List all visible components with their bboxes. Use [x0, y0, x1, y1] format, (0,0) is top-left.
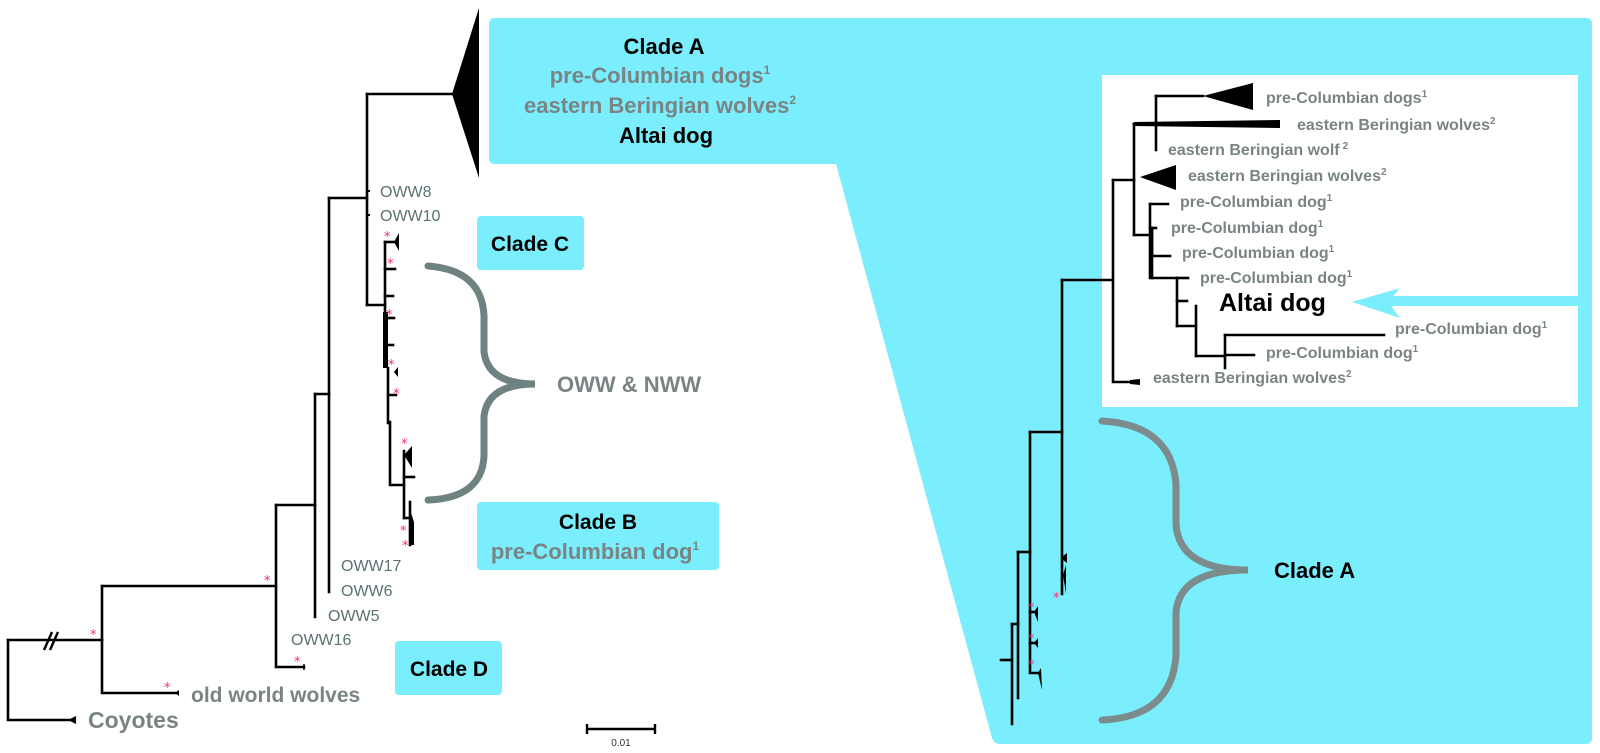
support-star: *	[264, 574, 271, 589]
clade-a-altai: Altai dog	[619, 123, 713, 148]
support-star: *	[294, 655, 301, 670]
old-world-wolves-label: old world wolves	[191, 684, 360, 707]
inset-tip: pre-Columbian dog1	[1200, 269, 1353, 287]
tip-label: OWW16	[291, 632, 352, 649]
clade-a-brace	[1098, 417, 1249, 724]
support-star: *	[402, 539, 409, 554]
scale-bar-label: 0.01	[611, 738, 631, 749]
outgroup-label: Coyotes	[88, 707, 179, 733]
inset-tip: pre-Columbian dogs1	[1266, 89, 1428, 107]
tip-label: OWW10	[380, 208, 441, 225]
clade-b-line: pre-Columbian dog1	[491, 539, 700, 564]
inset-tip: eastern Beringian wolves2	[1153, 369, 1352, 387]
inset-tip: eastern Beringian wolves2	[1297, 116, 1496, 134]
inset-tip: eastern Beringian wolves2	[1188, 167, 1387, 185]
support-star: *	[393, 387, 400, 402]
support-star: *	[164, 681, 171, 696]
support-star: *	[1028, 632, 1035, 647]
support-star: *	[386, 308, 393, 323]
support-star: *	[400, 524, 407, 539]
clade-a-title: Clade A	[623, 34, 704, 59]
oww-nww-label: OWW & NWW	[557, 372, 701, 397]
left-tree-branches	[6, 8, 657, 734]
altai-dog-label: Altai dog	[1219, 289, 1326, 317]
clade-d-title: Clade D	[410, 658, 488, 681]
inset-tip: pre-Columbian dog1	[1182, 244, 1335, 262]
inset-tip: pre-Columbian dog1	[1171, 219, 1324, 237]
support-star: *	[384, 230, 391, 245]
support-star: *	[387, 257, 394, 272]
clade-a-line: pre-Columbian dogs1	[550, 63, 771, 88]
inset-tip-labels: pre-Columbian dogs1 eastern Beringian wo…	[1153, 89, 1548, 387]
support-star: *	[388, 358, 395, 373]
inset-box	[1102, 75, 1578, 407]
support-star: *	[1028, 601, 1035, 616]
altai-arrow-icon	[1352, 288, 1592, 318]
clade-b-box	[477, 502, 719, 570]
support-star: *	[1053, 591, 1060, 606]
clade-d-box	[395, 641, 502, 695]
oww-nww-brace	[424, 262, 536, 504]
clade-a-brace-label: Clade A	[1274, 558, 1355, 583]
support-star: *	[1028, 658, 1035, 673]
tip-label: OWW17	[341, 558, 402, 575]
tip-label: OWW8	[380, 184, 432, 201]
right-support-stars: * * * *	[1028, 591, 1060, 673]
tip-label: OWW6	[341, 583, 393, 600]
clade-c-box	[477, 216, 584, 270]
inset-tip: pre-Columbian dog1	[1266, 344, 1419, 362]
clade-a-line: eastern Beringian wolves2	[524, 93, 796, 118]
support-star: *	[90, 628, 97, 643]
right-tree-branches	[999, 83, 1386, 726]
left-support-stars: * * * * * * * * * * * *	[90, 230, 409, 696]
tip-label: OWW5	[328, 608, 380, 625]
clade-b-title: Clade B	[559, 511, 637, 534]
support-star: *	[401, 437, 408, 452]
inset-tip: pre-Columbian dog1	[1395, 320, 1548, 338]
inset-tip: pre-Columbian dog1	[1180, 193, 1333, 211]
clade-c-title: Clade C	[491, 233, 569, 256]
